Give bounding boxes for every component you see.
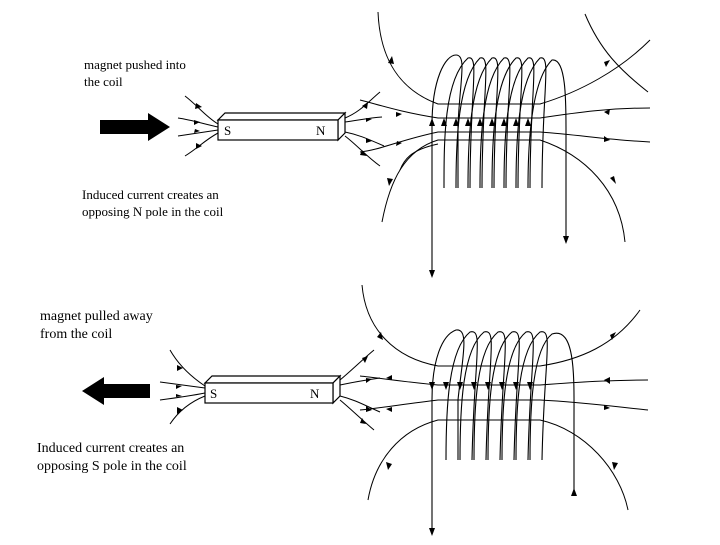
- bottom-action-caption-line1: magnet pulled away: [40, 309, 153, 324]
- top-result-caption: Induced current creates an opposing N po…: [82, 186, 223, 220]
- top-result-caption-line1: Induced current creates an: [82, 187, 219, 202]
- top-panel: S N: [100, 11, 651, 278]
- magnet-north-pole-label-bottom: N: [310, 386, 320, 401]
- coil-dashed-leads-bottom: [431, 430, 575, 530]
- bottom-result-caption-line2: opposing S pole in the coil: [37, 459, 187, 475]
- coil-current-arrows-top: [429, 118, 569, 278]
- coil-field-lines-top: [359, 11, 651, 243]
- field-arrowheads-right-bottom: [360, 356, 372, 424]
- magnet-south-pole-label: S: [224, 123, 231, 138]
- bar-magnet-top: [216, 111, 347, 142]
- coil-field-arrowheads-top: [387, 56, 616, 186]
- push-arrow-icon: [100, 113, 170, 141]
- bottom-result-caption-line1: Induced current creates an: [37, 441, 185, 456]
- top-action-caption-line1: magnet pushed into: [84, 57, 186, 72]
- bottom-action-caption: magnet pulled away from the coil: [40, 308, 153, 345]
- solenoid-coil-top: [431, 54, 567, 272]
- bottom-panel: S N: [82, 284, 649, 536]
- top-action-caption: magnet pushed into the coil: [84, 56, 186, 90]
- coil-dashed-leads-top: [431, 150, 567, 272]
- bar-magnet-bottom: [203, 374, 342, 405]
- coil-field-arrowheads-bottom: [377, 332, 618, 470]
- bottom-result-caption: Induced current creates an opposing S po…: [37, 440, 187, 477]
- coil-current-arrows-bottom: [429, 382, 577, 536]
- solenoid-coil-bottom: [431, 329, 575, 532]
- top-action-caption-line2: the coil: [84, 74, 123, 90]
- bottom-action-caption-line2: from the coil: [40, 327, 113, 343]
- top-result-caption-line2: opposing N pole in the coil: [82, 204, 224, 220]
- field-arrowheads-left: [194, 103, 202, 149]
- magnet-south-pole-label-bottom: S: [210, 386, 217, 401]
- pull-arrow-icon: [82, 377, 150, 405]
- field-arrowheads-right: [360, 102, 372, 156]
- magnet-field-lines-left-bottom: [159, 349, 206, 425]
- field-arrowheads-left-bottom: [176, 365, 183, 414]
- magnet-field-lines-right-bottom: [339, 349, 381, 431]
- magnet-north-pole-label: N: [316, 123, 326, 138]
